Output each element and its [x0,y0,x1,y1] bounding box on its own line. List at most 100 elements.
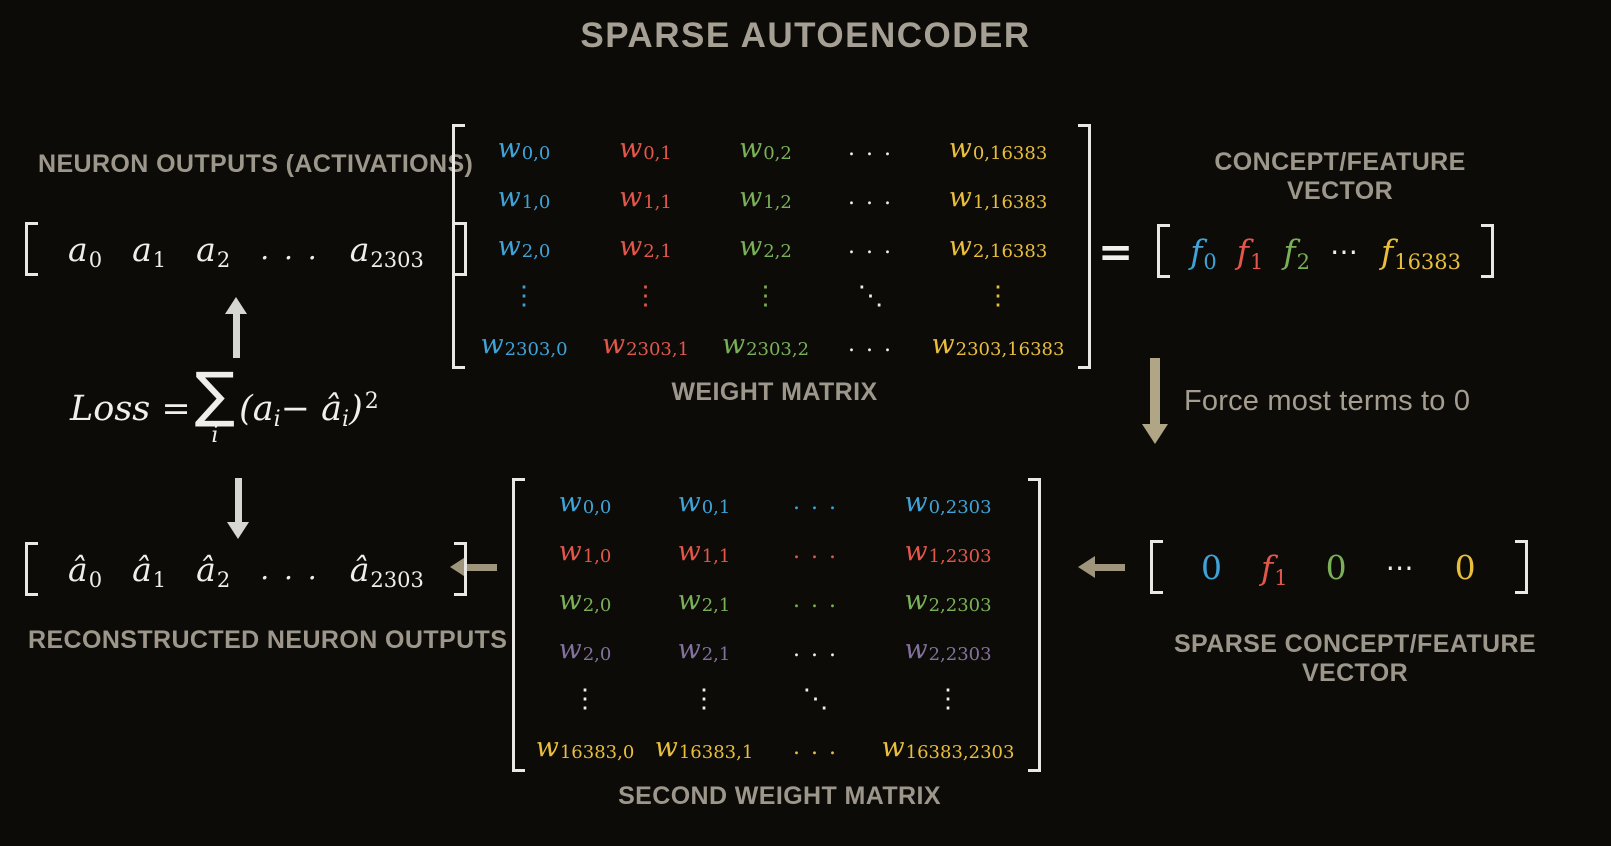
ellipsis: . . . [260,552,320,586]
ellipsis: . . . [793,539,838,564]
vector-entry: 0 [1201,547,1222,587]
loss-lhs: Loss = [70,389,191,429]
right-bracket [1514,540,1528,594]
left-bracket [1157,224,1171,278]
summation: ∑ i [194,360,236,448]
right-bracket [453,542,467,596]
vertical-dots: ⋮ [691,683,717,714]
equals-sign: = [1098,226,1134,276]
force-down-arrow-icon [1142,358,1168,444]
left-bracket [1150,540,1163,594]
ellipsis: ⋯ [1329,234,1361,268]
diagonal-dots: ⋱ [802,683,829,714]
loss-up-arrow-icon [225,297,247,358]
vertical-dots: ⋮ [935,683,961,714]
concept-feature-vector-label: CONCEPT/FEATURE VECTOR [1214,148,1466,205]
ellipsis: ⋯ [1385,550,1417,584]
ellipsis: . . . [793,735,838,760]
ellipsis: . . . [260,232,320,266]
neuron-outputs-label: NEURON OUTPUTS (ACTIVATIONS) [38,150,474,178]
ellipsis: . . . [848,234,893,259]
ellipsis: . . . [848,185,893,210]
ellipsis: . . . [793,637,838,662]
ellipsis: . . . [848,136,893,161]
right-bracket [453,222,467,276]
left-bracket [25,222,38,276]
sparse-to-matrix-arrow-icon [1078,556,1125,578]
vertical-dots: ⋮ [572,683,598,714]
matrix-left-bracket [512,478,525,772]
vector-entry: 0 [1454,547,1476,587]
ellipsis: . . . [848,332,893,357]
vertical-dots: ⋮ [985,280,1011,311]
vector-entry: 0 [1325,547,1347,587]
vertical-dots: ⋮ [752,280,779,311]
vertical-dots: ⋮ [511,280,537,311]
matrix-right-bracket [1078,124,1091,369]
ellipsis: . . . [793,490,838,515]
loss-down-arrow-icon [227,478,249,539]
right-bracket [1481,224,1495,278]
ellipsis: . . . [793,588,838,613]
diagonal-dots: ⋱ [857,280,884,311]
page-title: SPARSE AUTOENCODER [580,16,1031,55]
sparse-vector-label: SPARSE CONCEPT/FEATURE VECTOR [1173,630,1537,687]
matrix-to-reconstructed-arrow-icon [450,556,497,578]
matrix-right-bracket [1028,478,1041,772]
reconstructed-label: RECONSTRUCTED NEURON OUTPUTS [28,626,508,654]
matrix-left-bracket [452,124,465,369]
weight-matrix-label: WEIGHT MATRIX [671,378,878,406]
